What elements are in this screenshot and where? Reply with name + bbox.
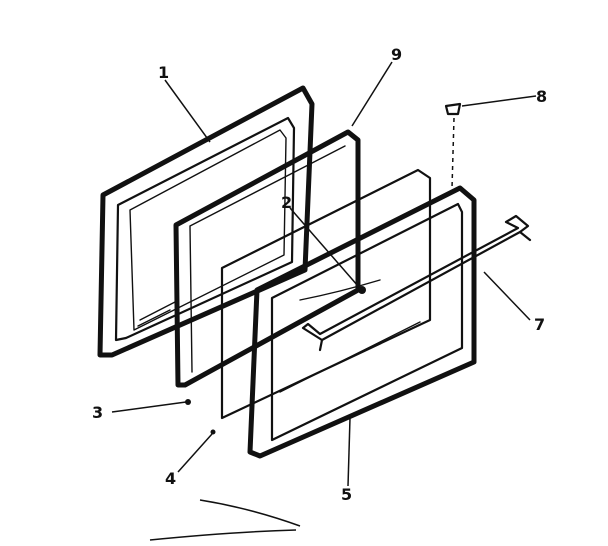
inner-door-panel <box>97 85 315 358</box>
fastener-3-icon <box>185 399 191 405</box>
callout-7: 7 <box>534 315 545 334</box>
callout-9: 9 <box>391 45 402 64</box>
callout-4: 4 <box>165 469 176 488</box>
door-glass <box>220 168 432 420</box>
screw-icon <box>444 102 462 116</box>
callout-2: 2 <box>281 193 292 212</box>
callout-8: 8 <box>536 87 547 106</box>
callout-1: 1 <box>158 63 169 82</box>
door-handle <box>301 214 532 352</box>
insulation-panel <box>173 129 361 388</box>
fastener-2-icon <box>358 286 366 294</box>
fastener-4-icon <box>210 429 216 435</box>
callout-5: 5 <box>341 485 352 504</box>
callout-3: 3 <box>92 403 103 422</box>
outer-door-frame <box>247 185 477 459</box>
